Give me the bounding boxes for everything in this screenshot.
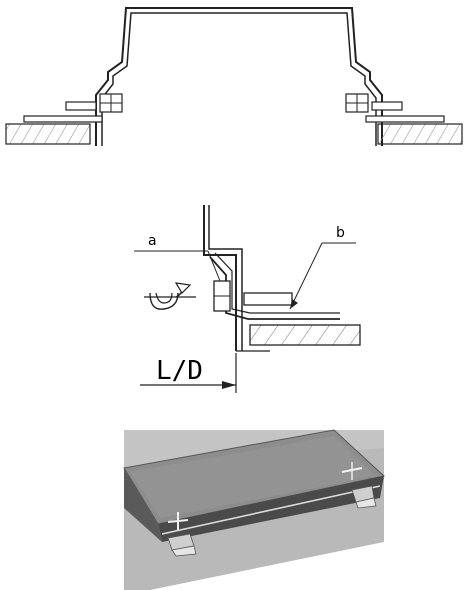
- panel-3d-view: [0, 428, 468, 590]
- dimension-arrow: [222, 381, 236, 389]
- panel-groove: [161, 485, 381, 535]
- base-substrate: [249, 324, 361, 346]
- bracket-tab: [209, 256, 340, 320]
- front-bracket: [167, 533, 197, 557]
- label-a: a: [148, 233, 157, 249]
- left-clamp: [65, 101, 97, 111]
- minus-terminal-icon: [341, 462, 363, 480]
- cover-profile-outer: [95, 7, 383, 146]
- right-clamp: [371, 101, 403, 111]
- label-b: b: [336, 225, 345, 241]
- wall-profile-inner: [208, 205, 243, 351]
- cover-profile-inner: [101, 12, 377, 146]
- wall-profile-outer: [203, 205, 237, 351]
- right-base: [377, 123, 463, 145]
- panel-front: [158, 476, 384, 542]
- cross-section-overview-drawing: [5, 7, 463, 146]
- dimension-label: L/D: [156, 356, 203, 386]
- detail-view: a b L/D: [0, 185, 468, 400]
- panel-3d-drawing: [123, 429, 386, 590]
- plus-terminal-icon: [167, 512, 189, 530]
- rotate-arrow-icon: [144, 282, 196, 310]
- clamp-plate: [243, 292, 293, 306]
- right-plate: [365, 115, 445, 123]
- left-base: [5, 123, 91, 145]
- rear-bracket: [351, 485, 377, 509]
- detail-view-drawing: a b L/D: [134, 205, 361, 393]
- cross-section-overview: [0, 0, 468, 160]
- left-plate: [23, 115, 103, 123]
- bracket-tab-inner: [214, 252, 340, 314]
